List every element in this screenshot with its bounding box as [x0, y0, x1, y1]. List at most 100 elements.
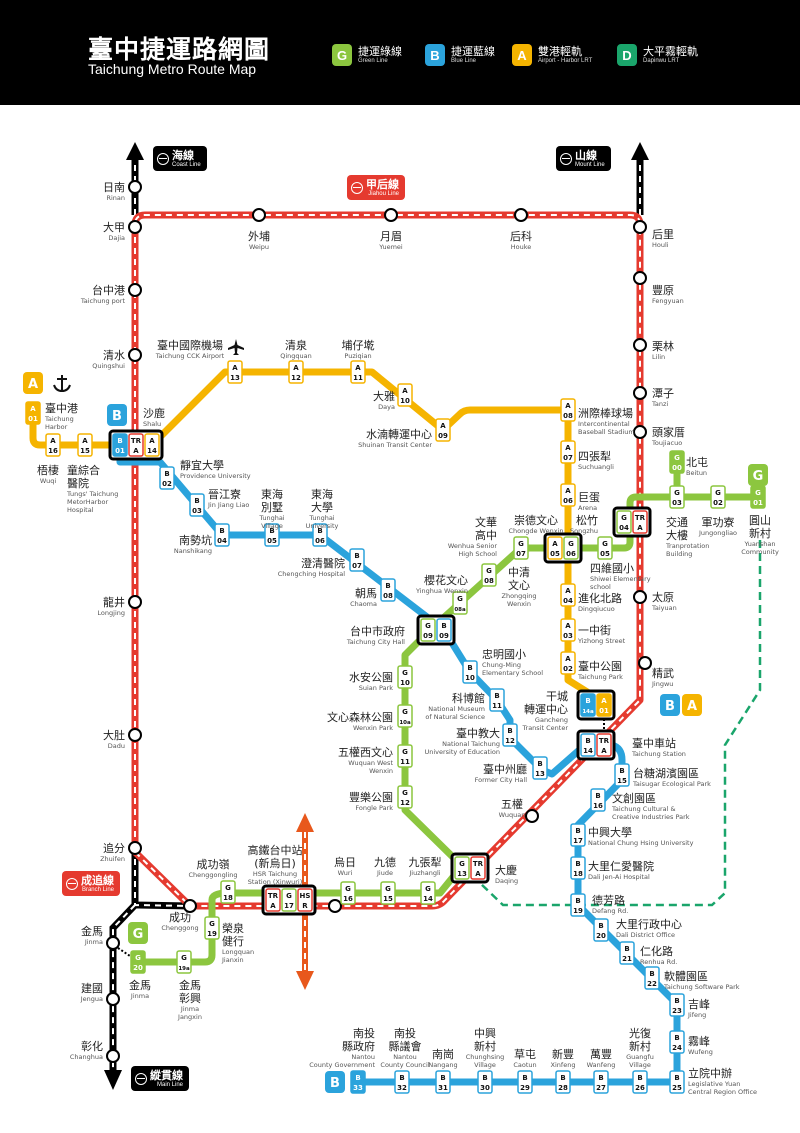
station-code-badge[interactable]: A16 [45, 433, 61, 457]
station-code-badge[interactable]: B33 [350, 1070, 366, 1094]
station-code-badge[interactable]: B30 [477, 1070, 493, 1094]
station-code-badge[interactable]: B32 [394, 1070, 410, 1094]
station-code-badge[interactable]: B07 [349, 548, 365, 572]
station-code-badge[interactable]: G04 [616, 510, 632, 534]
station-code-badge[interactable]: G09 [420, 618, 436, 642]
station-code-badge[interactable]: B10 [462, 660, 478, 684]
rail-station-marker[interactable] [514, 208, 528, 222]
station-code-badge[interactable]: G18 [220, 880, 236, 904]
rail-station-marker[interactable] [128, 841, 142, 855]
rail-station-marker[interactable] [633, 220, 647, 234]
rail-station-marker[interactable] [633, 338, 647, 352]
station-code-badge[interactable]: G05 [597, 536, 613, 560]
rail-station-marker[interactable] [128, 283, 142, 297]
station-code-badge[interactable]: A15 [77, 433, 93, 457]
station-code-badge[interactable]: G14 [420, 881, 436, 905]
rail-station-marker[interactable] [128, 728, 142, 742]
station-code-badge[interactable]: G19 [204, 916, 220, 940]
station-code-badge[interactable]: B19 [570, 893, 586, 917]
rail-station-marker[interactable] [106, 936, 120, 950]
station-code-badge[interactable]: B28 [555, 1070, 571, 1094]
rail-station-marker[interactable] [128, 595, 142, 609]
station-code-badge[interactable]: B05 [264, 523, 280, 547]
station-code-badge[interactable]: B31 [435, 1070, 451, 1094]
rail-station-marker[interactable] [633, 425, 647, 439]
station-code-badge[interactable]: B03 [189, 493, 205, 517]
station-code-badge[interactable]: A08 [560, 398, 576, 422]
station-code-badge[interactable]: G11 [397, 744, 413, 768]
rail-station-marker[interactable] [128, 348, 142, 362]
rail-station-marker[interactable] [328, 899, 342, 913]
station-code-badge[interactable]: B12 [502, 723, 518, 747]
station-code-badge[interactable]: G10 [397, 665, 413, 689]
station-code-badge[interactable]: G02 [710, 485, 726, 509]
station-code-badge[interactable]: B17 [570, 823, 586, 847]
station-code-badge[interactable]: A14 [144, 433, 160, 457]
station-code-badge[interactable]: A01 [596, 693, 612, 717]
station-code-badge[interactable]: G16 [340, 881, 356, 905]
station-code-badge[interactable]: B16 [590, 788, 606, 812]
station-code-badge[interactable]: B27 [593, 1070, 609, 1094]
station-code-badge[interactable]: G03 [669, 485, 685, 509]
station-code-badge[interactable]: HSR [297, 888, 313, 912]
rail-station-marker[interactable] [384, 208, 398, 222]
station-code-badge[interactable]: B13 [532, 756, 548, 780]
station-code-badge[interactable]: A07 [560, 440, 576, 464]
station-code-badge[interactable]: B06 [312, 523, 328, 547]
station-code-badge[interactable]: TRA [470, 856, 486, 880]
station-code-badge[interactable]: B14 [580, 733, 596, 757]
rail-station-marker[interactable] [633, 271, 647, 285]
rail-station-marker[interactable] [633, 386, 647, 400]
station-code-badge[interactable]: B20 [593, 918, 609, 942]
station-code-badge[interactable]: A04 [560, 583, 576, 607]
station-code-badge[interactable]: B26 [632, 1070, 648, 1094]
rail-station-marker[interactable] [106, 1049, 120, 1063]
station-code-badge[interactable]: B25 [669, 1070, 685, 1094]
station-code-badge[interactable]: B22 [644, 966, 660, 990]
station-code-badge[interactable]: G06 [563, 536, 579, 560]
station-code-badge[interactable]: B11 [489, 688, 505, 712]
station-code-badge[interactable]: A13 [227, 360, 243, 384]
station-code-badge[interactable]: TRA [632, 510, 648, 534]
station-code-badge[interactable]: B02 [159, 466, 175, 490]
rail-station-marker[interactable] [633, 590, 647, 604]
station-code-badge[interactable]: B23 [669, 993, 685, 1017]
station-code-badge[interactable]: A10 [397, 383, 413, 407]
station-code-badge[interactable]: B04 [214, 523, 230, 547]
station-code-badge[interactable]: B01 [112, 433, 128, 457]
rail-station-marker[interactable] [183, 899, 197, 913]
station-code-badge[interactable]: A12 [288, 360, 304, 384]
rail-station-marker[interactable] [128, 180, 142, 194]
station-code-badge[interactable]: A06 [560, 483, 576, 507]
station-code-badge[interactable]: G01 [750, 485, 766, 509]
station-code-badge[interactable]: A03 [560, 618, 576, 642]
rail-station-marker[interactable] [128, 220, 142, 234]
station-code-badge[interactable]: B09 [436, 618, 452, 642]
station-code-badge[interactable]: B24 [669, 1030, 685, 1054]
station-code-badge[interactable]: G07 [513, 536, 529, 560]
station-code-badge[interactable]: B15 [614, 763, 630, 787]
station-code-badge[interactable]: G20 [130, 950, 146, 974]
station-code-badge[interactable]: G00 [669, 450, 685, 474]
station-code-badge[interactable]: G13 [454, 856, 470, 880]
station-code-badge[interactable]: A11 [350, 360, 366, 384]
station-code-badge[interactable]: G15 [380, 881, 396, 905]
station-code-badge[interactable]: G12 [397, 785, 413, 809]
station-code-badge[interactable]: B29 [517, 1070, 533, 1094]
station-code-badge[interactable]: A01 [25, 401, 41, 425]
station-code-badge[interactable]: A05 [547, 536, 563, 560]
station-code-badge[interactable]: B21 [619, 941, 635, 965]
station-code-badge[interactable]: A09 [435, 418, 451, 442]
station-code-badge[interactable]: G08 [481, 563, 497, 587]
station-code-badge[interactable]: B18 [570, 856, 586, 880]
station-code-badge[interactable]: TRA [265, 888, 281, 912]
rail-station-marker[interactable] [525, 809, 539, 823]
station-code-badge[interactable]: TRA [128, 433, 144, 457]
station-code-badge[interactable]: TRA [596, 733, 612, 757]
station-code-badge[interactable]: G17 [281, 888, 297, 912]
rail-station-marker[interactable] [106, 992, 120, 1006]
